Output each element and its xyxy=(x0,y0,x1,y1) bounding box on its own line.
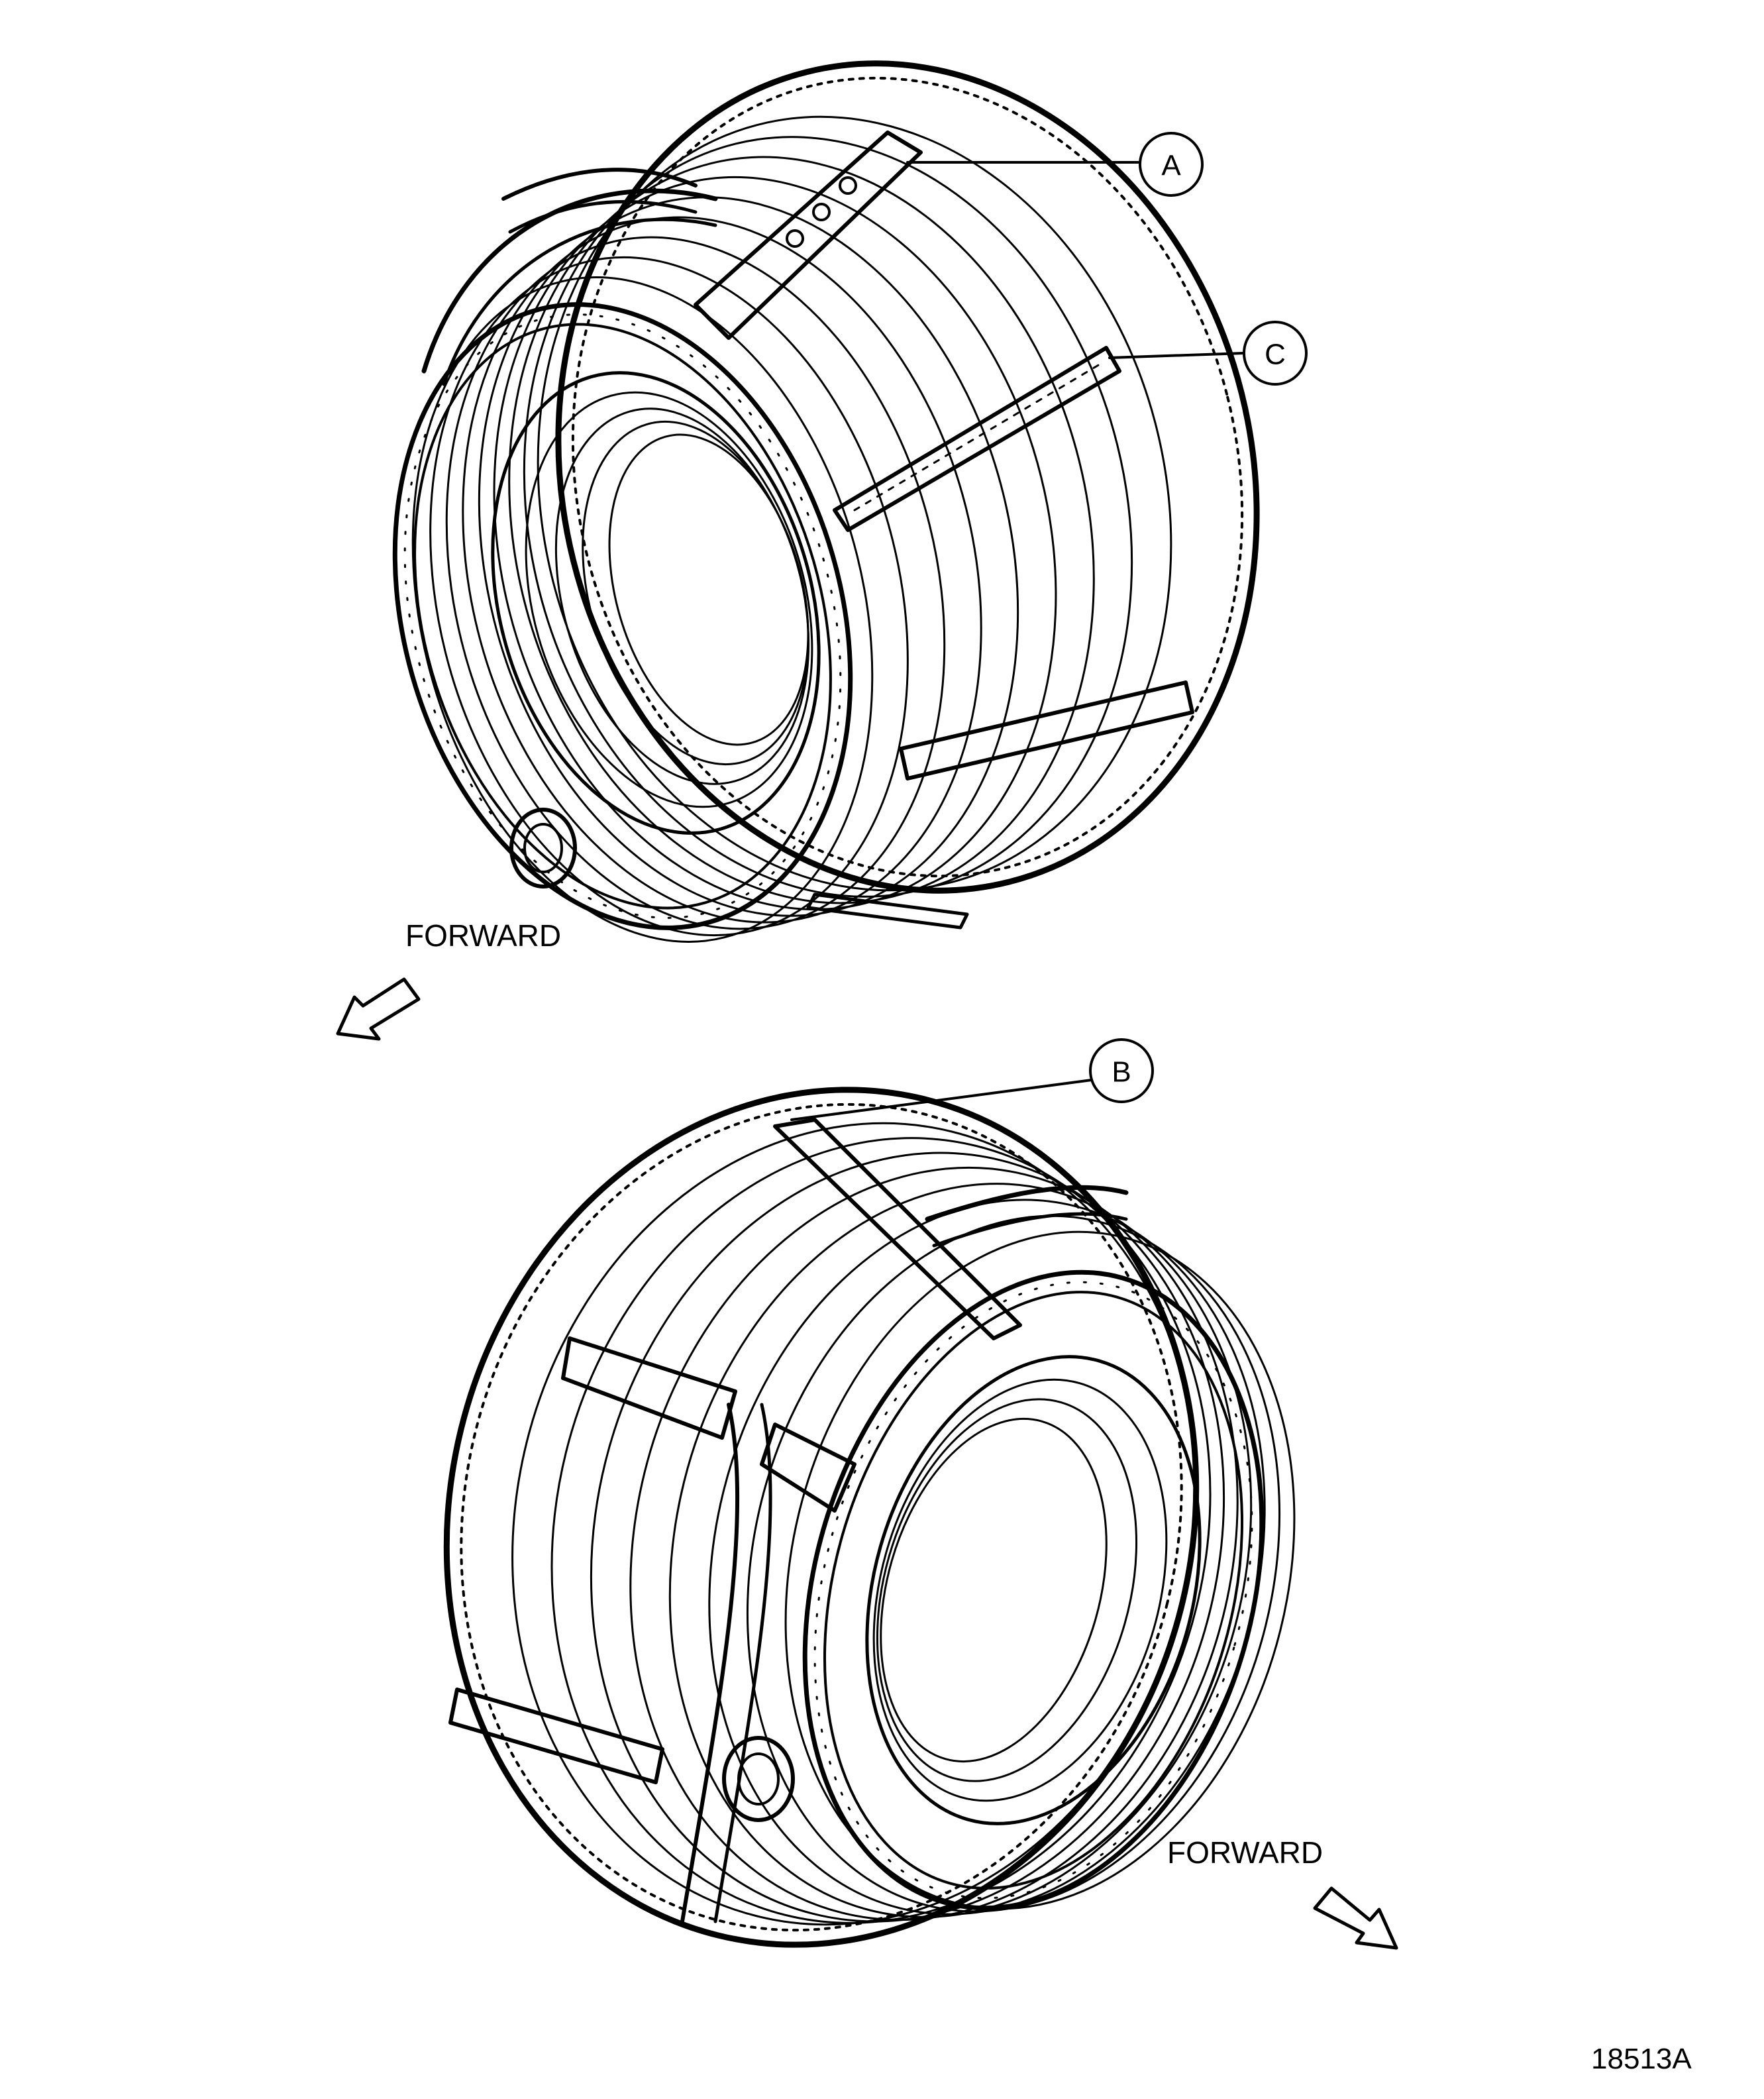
callout-b-leader xyxy=(790,1079,1093,1121)
bottom-front-flange xyxy=(802,1269,1265,1911)
forward-arrow-top-icon xyxy=(336,977,421,1041)
forward-label-top: FORWARD xyxy=(405,918,561,953)
bottom-pipe-fitting xyxy=(722,1736,795,1822)
forward-label-bottom: FORWARD xyxy=(1167,1835,1323,1870)
callout-c-leader xyxy=(1108,352,1245,359)
callout-b: B xyxy=(790,1038,1154,1121)
bottom-rear-flange xyxy=(443,1087,1200,1948)
top-front-flange xyxy=(392,302,853,930)
callout-c-circle xyxy=(1243,321,1308,386)
callout-c: C xyxy=(1108,321,1308,386)
bottom-manifold-tube xyxy=(680,1185,1129,1923)
callout-b-label: B xyxy=(1112,1056,1131,1089)
bottom-bracket-lower xyxy=(448,1688,664,1784)
callout-a-circle xyxy=(1139,132,1204,197)
callout-a: A xyxy=(906,132,1204,197)
callout-b-circle xyxy=(1089,1038,1154,1103)
bottom-bracket-mid xyxy=(760,1423,856,1513)
top-assembly xyxy=(392,60,1260,943)
top-inner-liner xyxy=(491,371,821,835)
bottom-assembly xyxy=(443,1087,1296,1948)
top-bracket-a xyxy=(694,131,923,340)
top-manifold-tube xyxy=(421,168,718,386)
bottom-bracket-b xyxy=(773,1118,1022,1340)
callout-c-label: C xyxy=(1265,339,1286,371)
callout-a-label: A xyxy=(1161,150,1181,182)
forward-arrow-bottom-icon xyxy=(1313,1886,1398,1950)
bottom-bracket-upper xyxy=(561,1336,737,1440)
top-rear-flange xyxy=(555,60,1260,894)
top-casing-rings xyxy=(411,115,1172,943)
top-bracket-c xyxy=(833,346,1121,532)
top-lower-bracket xyxy=(899,680,1194,780)
bottom-inner-liner xyxy=(865,1355,1202,1825)
top-pipe-fitting xyxy=(509,808,577,888)
figure-number: 18513A xyxy=(1591,2043,1692,2075)
